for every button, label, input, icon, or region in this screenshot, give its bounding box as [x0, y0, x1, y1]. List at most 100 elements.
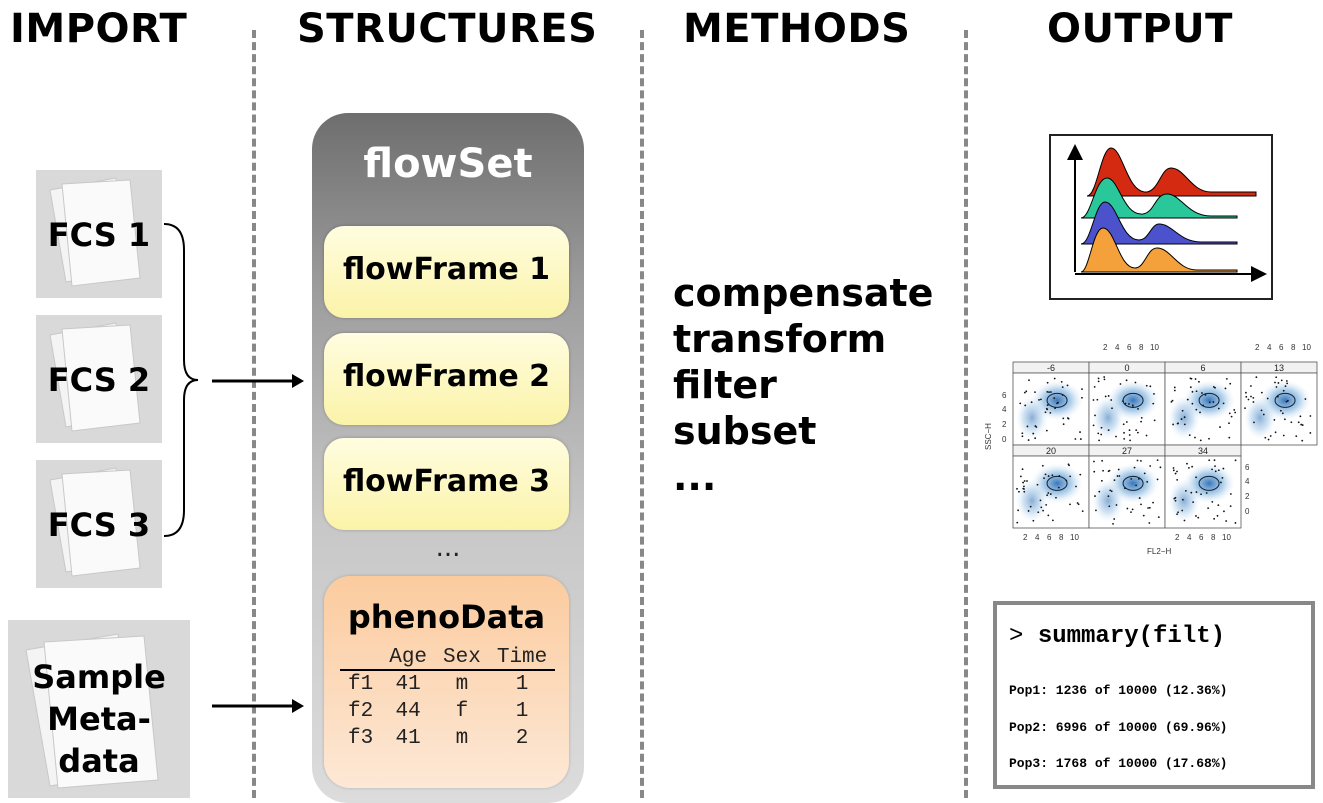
- event-point: [1147, 507, 1149, 509]
- event-point: [1225, 520, 1228, 522]
- event-point: [1146, 480, 1149, 483]
- density-blob: [1168, 478, 1200, 523]
- event-point: [1045, 429, 1048, 432]
- event-point: [1115, 435, 1117, 438]
- event-point: [1021, 468, 1024, 471]
- gate-ellipse: [1198, 392, 1220, 408]
- event-point: [1145, 384, 1148, 387]
- event-point: [1131, 404, 1134, 407]
- flowframe-1: flowFrame 1: [324, 226, 569, 318]
- event-point: [1023, 391, 1026, 394]
- method-item: transform: [673, 317, 887, 361]
- event-point: [1192, 501, 1195, 504]
- lattice-panel: 0: [1088, 361, 1166, 446]
- event-point: [1079, 431, 1081, 433]
- table-header-row: Age Sex Time: [340, 646, 556, 671]
- header-methods: METHODS: [683, 6, 911, 52]
- panel-label: 0: [1124, 363, 1129, 373]
- event-point: [1061, 386, 1064, 389]
- event-point: [1098, 439, 1100, 442]
- event-point: [1057, 401, 1059, 404]
- bottom-tick: 8: [1211, 533, 1216, 542]
- event-point: [1180, 418, 1183, 420]
- event-point: [1111, 407, 1113, 410]
- event-point: [1017, 509, 1020, 512]
- event-point: [1081, 510, 1084, 513]
- event-point: [1173, 386, 1176, 389]
- event-point: [1123, 431, 1125, 434]
- event-point: [1135, 429, 1138, 431]
- event-point: [1081, 388, 1083, 391]
- event-point: [1157, 516, 1160, 519]
- event-point: [1134, 381, 1137, 384]
- event-point: [1301, 424, 1304, 426]
- top-tick: 4: [1267, 343, 1272, 352]
- event-point: [1174, 472, 1177, 475]
- divider-1: [252, 30, 256, 798]
- panel-label: 20: [1046, 446, 1056, 456]
- event-point: [1034, 437, 1037, 440]
- event-point: [1124, 487, 1126, 490]
- event-point: [1018, 490, 1020, 493]
- event-point: [1266, 397, 1269, 400]
- left-tick: 6: [1002, 391, 1007, 400]
- event-point: [1214, 465, 1216, 468]
- event-point: [1074, 438, 1077, 440]
- event-point: [1190, 377, 1193, 380]
- gate-ellipse: [1198, 475, 1220, 491]
- event-point: [1252, 401, 1255, 403]
- event-point: [1046, 381, 1049, 384]
- event-point: [1037, 511, 1040, 514]
- event-point: [1110, 490, 1113, 493]
- event-point: [1024, 404, 1027, 407]
- header-import: IMPORT: [10, 6, 188, 52]
- event-point: [1219, 426, 1221, 428]
- ridge-red: [1086, 147, 1257, 197]
- event-point: [1058, 474, 1061, 477]
- event-point: [1100, 479, 1103, 482]
- event-point: [1177, 422, 1180, 425]
- event-point: [1214, 470, 1217, 473]
- header-output: OUTPUT: [1047, 6, 1233, 52]
- event-point: [1068, 464, 1070, 467]
- event-point: [1264, 436, 1267, 439]
- event-point: [1230, 415, 1233, 418]
- event-point: [1245, 391, 1247, 394]
- method-item: compensate: [673, 271, 934, 315]
- fcs-label: FCS 1: [47, 216, 151, 254]
- event-point: [1183, 416, 1186, 419]
- event-point: [1222, 402, 1225, 405]
- bottom-tick: 2: [1023, 533, 1028, 542]
- event-point: [1047, 514, 1050, 517]
- event-point: [1176, 470, 1178, 473]
- event-point: [1075, 485, 1077, 488]
- method-item: filter: [673, 363, 777, 407]
- event-point: [1211, 468, 1213, 471]
- console-prompt: >: [1009, 623, 1024, 650]
- event-point: [1095, 509, 1097, 512]
- event-point: [1153, 419, 1156, 422]
- x-axis-label: FL2−H: [1147, 547, 1171, 556]
- event-point: [1094, 495, 1096, 497]
- event-point: [1148, 506, 1151, 509]
- event-point: [1200, 493, 1202, 496]
- event-point: [1159, 466, 1162, 469]
- event-point: [1229, 505, 1232, 508]
- event-point: [1189, 386, 1192, 389]
- density-blob: [1016, 395, 1048, 440]
- event-point: [1188, 434, 1191, 436]
- event-point: [1211, 501, 1214, 503]
- event-point: [1135, 484, 1137, 487]
- event-point: [1062, 423, 1065, 426]
- event-point: [1290, 421, 1293, 424]
- top-tick: 2: [1103, 343, 1108, 352]
- divider-3: [964, 30, 968, 798]
- event-point: [1128, 429, 1131, 432]
- event-point: [1153, 393, 1155, 395]
- event-point: [1050, 391, 1052, 393]
- event-point: [1077, 503, 1080, 506]
- event-point: [1036, 483, 1039, 486]
- top-tick: 10: [1150, 343, 1159, 352]
- summary-line: Pop1: 1236 of 10000 (12.36%): [1009, 683, 1228, 698]
